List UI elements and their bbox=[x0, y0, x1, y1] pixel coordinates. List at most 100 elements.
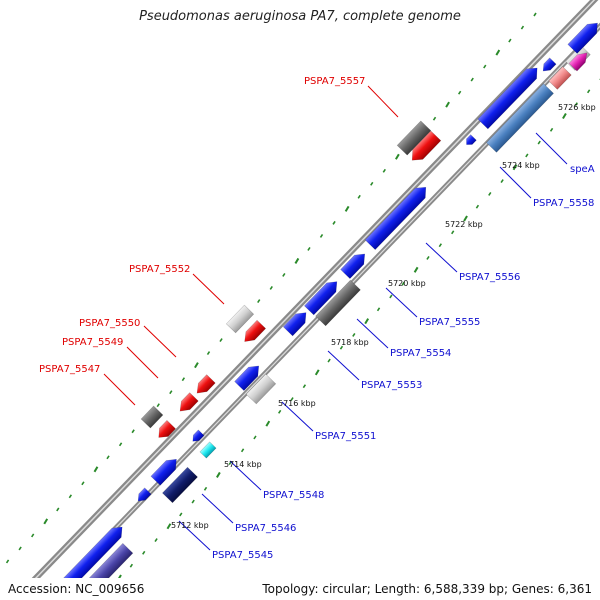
gene-blue-5555 bbox=[304, 281, 338, 316]
callout-5556 bbox=[425, 242, 458, 273]
label-pspa7-5547: PSPA7_5547 bbox=[39, 364, 100, 375]
inner-tick bbox=[314, 369, 320, 376]
outer-tick bbox=[470, 77, 474, 82]
inner-tick bbox=[401, 281, 405, 286]
inner-tick bbox=[475, 204, 480, 209]
gene-blue-5554 bbox=[282, 312, 307, 337]
label-spea: speA bbox=[570, 164, 595, 175]
callout-5558 bbox=[499, 166, 532, 199]
outer-tick bbox=[495, 49, 501, 56]
tick-label-5714: 5714 kbp bbox=[224, 460, 262, 469]
label-pspa7-5555: PSPA7_5555 bbox=[419, 317, 480, 328]
inner-tick bbox=[240, 448, 245, 453]
outer-tick bbox=[533, 12, 537, 17]
outer-tick bbox=[483, 64, 487, 69]
inner-tick bbox=[364, 318, 370, 325]
outer-tick bbox=[395, 153, 400, 160]
tick-label-5724: 5724 kbp bbox=[502, 161, 540, 170]
inner-tick bbox=[463, 215, 468, 222]
callout-5551 bbox=[281, 401, 314, 432]
outer-tick bbox=[194, 362, 199, 369]
callout-5554 bbox=[356, 318, 389, 349]
gene-red-5549 bbox=[179, 392, 199, 412]
tick-label-5720: 5720 kbp bbox=[388, 279, 426, 288]
inner-tick bbox=[562, 112, 567, 119]
callout-5547 bbox=[103, 373, 136, 406]
inner-tick bbox=[488, 191, 492, 196]
gene-blue-5556 bbox=[364, 187, 427, 250]
inner-tick bbox=[413, 266, 419, 273]
label-pspa7-5550: PSPA7_5550 bbox=[79, 318, 140, 329]
label-pspa7-5551: PSPA7_5551 bbox=[315, 431, 376, 442]
callout-5552 bbox=[192, 273, 225, 305]
inner-tick bbox=[426, 256, 430, 260]
gene-navy-5546 bbox=[162, 466, 198, 504]
outer-tick bbox=[18, 546, 22, 551]
gene-red-5557 bbox=[411, 130, 442, 161]
gene-blue-5558 bbox=[477, 67, 538, 130]
gene-gray-5557 bbox=[396, 120, 432, 156]
label-pspa7-5548: PSPA7_5548 bbox=[263, 490, 324, 501]
inner-tick bbox=[191, 499, 195, 504]
inner-tick bbox=[290, 397, 294, 401]
inner-tick bbox=[166, 523, 172, 530]
inner-tick bbox=[327, 358, 331, 363]
tick-label-5718: 5718 kbp bbox=[331, 338, 369, 347]
label-pspa7-5549: PSPA7_5549 bbox=[62, 337, 123, 348]
gene-gray-5555 bbox=[315, 279, 361, 327]
inner-tick bbox=[537, 140, 541, 145]
gene-blue-5548 bbox=[150, 458, 177, 486]
outer-tick bbox=[81, 481, 85, 486]
inner-tick bbox=[265, 420, 271, 427]
inner-tick bbox=[253, 435, 257, 440]
outer-tick bbox=[332, 220, 336, 225]
outer-tick bbox=[169, 390, 173, 395]
outer-tick bbox=[357, 194, 361, 199]
tick-label-5712: 5712 kbp bbox=[171, 521, 209, 530]
callout-5550 bbox=[143, 325, 177, 358]
label-pspa7-5554: PSPA7_5554 bbox=[390, 348, 451, 359]
inner-tick bbox=[154, 538, 158, 542]
outer-tick bbox=[56, 507, 60, 512]
outer-tick bbox=[294, 257, 300, 264]
inner-tick bbox=[574, 102, 578, 107]
accession-text: Accession: NC_009656 bbox=[8, 578, 149, 600]
inner-tick bbox=[339, 345, 344, 350]
outer-tick bbox=[269, 286, 273, 290]
gene-light-5552 bbox=[225, 304, 255, 334]
inner-tick bbox=[389, 294, 393, 299]
outer-tick bbox=[370, 181, 374, 186]
gene-light-5553 bbox=[245, 373, 277, 405]
inner-tick bbox=[549, 127, 554, 132]
callout-5545 bbox=[178, 520, 211, 551]
callout-5546 bbox=[201, 493, 234, 524]
outer-tick bbox=[93, 466, 99, 473]
outer-tick bbox=[106, 455, 110, 460]
inner-tick bbox=[451, 230, 455, 235]
label-pspa7-5552: PSPA7_5552 bbox=[129, 264, 190, 275]
map-title: Pseudomonas aeruginosa PA7, complete gen… bbox=[139, 9, 461, 24]
tick-label-5722: 5722 kbp bbox=[445, 220, 483, 229]
callout-5557 bbox=[367, 85, 399, 118]
callout-5555 bbox=[385, 287, 418, 318]
outer-tick bbox=[432, 116, 437, 121]
outer-tick bbox=[445, 101, 450, 108]
outer-tick bbox=[131, 429, 135, 434]
inner-tick bbox=[179, 512, 183, 517]
outer-tick bbox=[31, 533, 35, 538]
gene-slate-spea bbox=[486, 83, 554, 153]
callout-lines bbox=[103, 85, 568, 551]
inner-tick bbox=[512, 164, 518, 171]
inner-tick bbox=[525, 153, 529, 158]
callout-spea bbox=[535, 132, 568, 165]
gene-small-blue-4 bbox=[542, 57, 557, 72]
gene-blue-top bbox=[567, 22, 598, 54]
outer-tick bbox=[319, 233, 324, 238]
tick-label-5726: 5726 kbp bbox=[558, 103, 596, 112]
gene-small-blue bbox=[137, 487, 152, 502]
outer-tick bbox=[382, 168, 386, 173]
gene-blue-5551 bbox=[234, 365, 260, 391]
gene-small-blue-3 bbox=[466, 134, 477, 145]
outer-tick bbox=[43, 518, 49, 525]
